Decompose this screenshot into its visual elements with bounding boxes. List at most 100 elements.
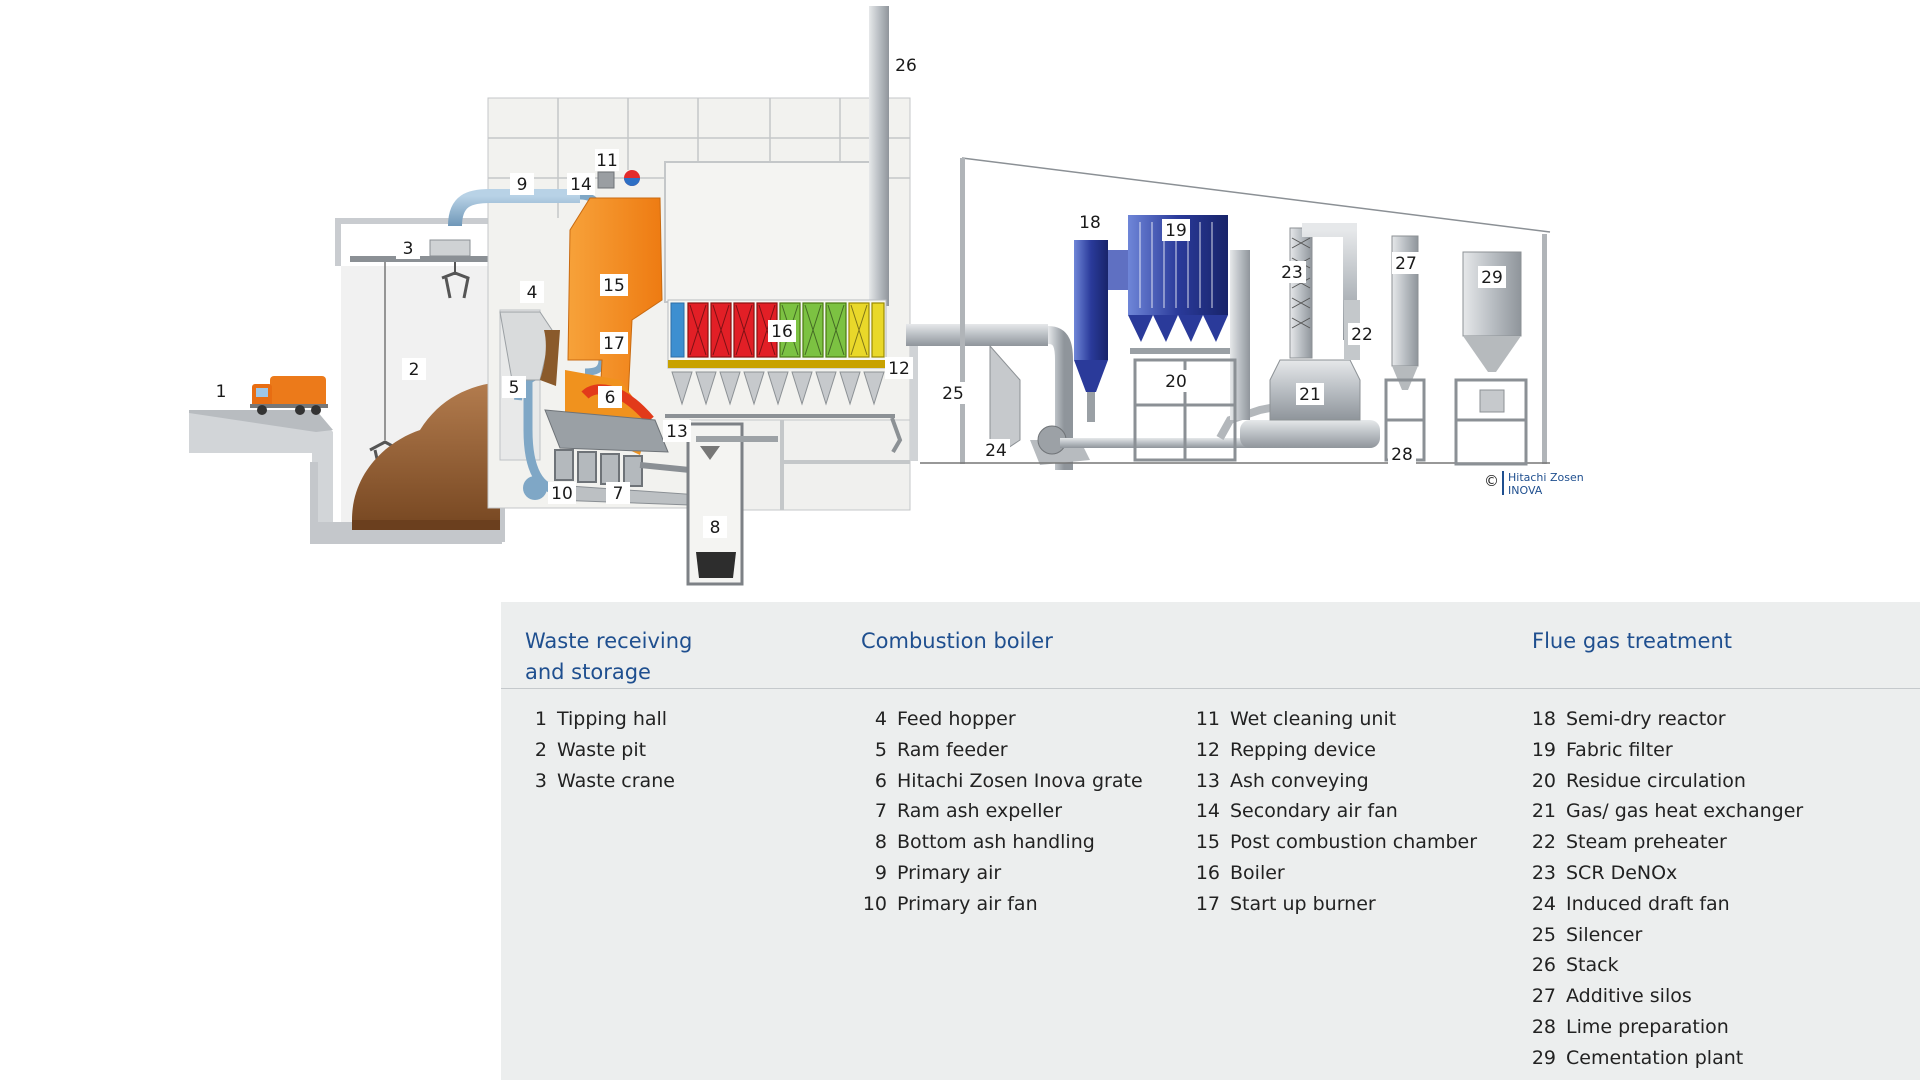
- legend-item-number: 2: [534, 738, 547, 761]
- legend-item-label: Bottom ash handling: [897, 831, 1095, 854]
- callout-16: 16: [771, 322, 793, 342]
- callout-4: 4: [527, 283, 538, 303]
- legend-item: 8 Bottom ash handling: [857, 827, 1143, 858]
- callout-23: 23: [1281, 263, 1303, 283]
- legend-item-number: 1: [534, 708, 547, 730]
- category-title: Combustion boiler: [861, 629, 1053, 653]
- waste-pit-building: [310, 218, 510, 544]
- legend-item-number: 4: [874, 708, 887, 730]
- legend-item-label: Ash conveying: [1230, 769, 1369, 792]
- legend-item: 5 Ram feeder: [857, 735, 1143, 766]
- callout-labels: 1 2 3 4 5 6 7 8 9 10 11 12 13 14 15 16 1…: [209, 54, 1506, 538]
- callout-21: 21: [1299, 385, 1321, 405]
- legend-item-number: 25: [1531, 923, 1556, 946]
- legend-item-number: 15: [1195, 831, 1220, 854]
- copyright-mark: © Hitachi Zosen INOVA: [1484, 471, 1584, 497]
- legend-item: 29 Cementation plant: [1526, 1043, 1803, 1074]
- legend-header: Waste receiving and storage Combustion b…: [501, 616, 1920, 689]
- wet-cleaning-unit-icon: [624, 170, 640, 186]
- feed-hopper: [499, 311, 560, 386]
- copyright-line1: Hitachi Zosen: [1508, 471, 1584, 484]
- legend-panel: Waste receiving and storage Combustion b…: [501, 602, 1920, 1080]
- legend-item: 16 Boiler: [1190, 858, 1477, 889]
- legend-item-label: Ram feeder: [897, 738, 1008, 761]
- category-waste-receiving: Waste receiving and storage: [525, 626, 785, 688]
- legend-item: 14 Secondary air fan: [1190, 796, 1477, 827]
- legend-item-label: Cementation plant: [1566, 1046, 1744, 1069]
- callout-10: 10: [551, 484, 573, 504]
- callout-5: 5: [509, 378, 520, 398]
- legend-item-number: 7: [874, 800, 887, 823]
- copyright-line2: INOVA: [1508, 484, 1543, 497]
- callout-27: 27: [1395, 254, 1417, 274]
- legend-item-number: 19: [1531, 738, 1556, 761]
- category-title: Waste receiving: [525, 629, 693, 653]
- legend-item-label: Secondary air fan: [1230, 800, 1398, 823]
- legend-item-number: 24: [1531, 892, 1556, 915]
- legend-item-label: Ram ash expeller: [897, 800, 1063, 823]
- callout-29: 29: [1481, 268, 1503, 288]
- plant-diagram: 1 2 3 4 5 6 7 8 9 10 11 12 13 14 15 16 1…: [189, 6, 1584, 586]
- legend-item: 4 Feed hopper: [857, 704, 1143, 735]
- legend-item-label: SCR DeNOx: [1566, 861, 1678, 884]
- callout-1: 1: [216, 382, 227, 402]
- legend-item-label: Hitachi Zosen Inova grate: [897, 769, 1143, 792]
- legend-item-number: 13: [1195, 769, 1220, 792]
- legend-item-label: Tipping hall: [557, 708, 668, 730]
- legend-item-label: Semi-dry reactor: [1566, 708, 1726, 730]
- flue-gas-building: [920, 157, 1551, 464]
- legend-item-number: 5: [874, 738, 887, 761]
- category-title: Flue gas treatment: [1532, 629, 1732, 653]
- legend-item-number: 8: [874, 831, 887, 854]
- legend-item-number: 21: [1531, 800, 1556, 823]
- legend-item-number: 29: [1531, 1046, 1556, 1069]
- bottom-ash-bunker: [686, 422, 778, 586]
- legend-item-label: Wet cleaning unit: [1230, 708, 1397, 730]
- legend-item-number: 9: [874, 861, 887, 884]
- legend-item-number: 28: [1531, 1015, 1556, 1038]
- legend-item-number: 14: [1195, 800, 1220, 823]
- callout-2: 2: [409, 360, 420, 380]
- legend-item-label: Feed hopper: [897, 708, 1016, 730]
- legend-item-label: Additive silos: [1566, 985, 1692, 1008]
- legend-item-label: Lime preparation: [1566, 1015, 1729, 1038]
- callout-14: 14: [570, 175, 592, 195]
- callout-8: 8: [710, 518, 721, 538]
- callout-6: 6: [605, 388, 616, 408]
- legend-item-number: 16: [1195, 861, 1220, 884]
- legend-item-label: Repping device: [1230, 738, 1376, 761]
- callout-3: 3: [403, 239, 414, 259]
- category-combustion-boiler: Combustion boiler: [861, 626, 1121, 657]
- legend-item-label: Waste crane: [557, 769, 675, 792]
- callout-7: 7: [613, 484, 624, 504]
- legend-item-label: Fabric filter: [1566, 738, 1673, 761]
- category-flue-gas-treatment: Flue gas treatment: [1532, 626, 1792, 657]
- copyright-symbol: ©: [1484, 472, 1499, 490]
- callout-20: 20: [1165, 372, 1187, 392]
- semi-dry-reactor: [1074, 240, 1108, 422]
- callout-25: 25: [942, 384, 964, 404]
- callout-15: 15: [603, 276, 625, 296]
- callout-12: 12: [888, 359, 910, 379]
- legend-item-number: 20: [1531, 769, 1556, 792]
- secondary-air-fan-icon: [597, 171, 615, 189]
- legend-item-label: Boiler: [1230, 861, 1285, 884]
- callout-26: 26: [895, 56, 917, 76]
